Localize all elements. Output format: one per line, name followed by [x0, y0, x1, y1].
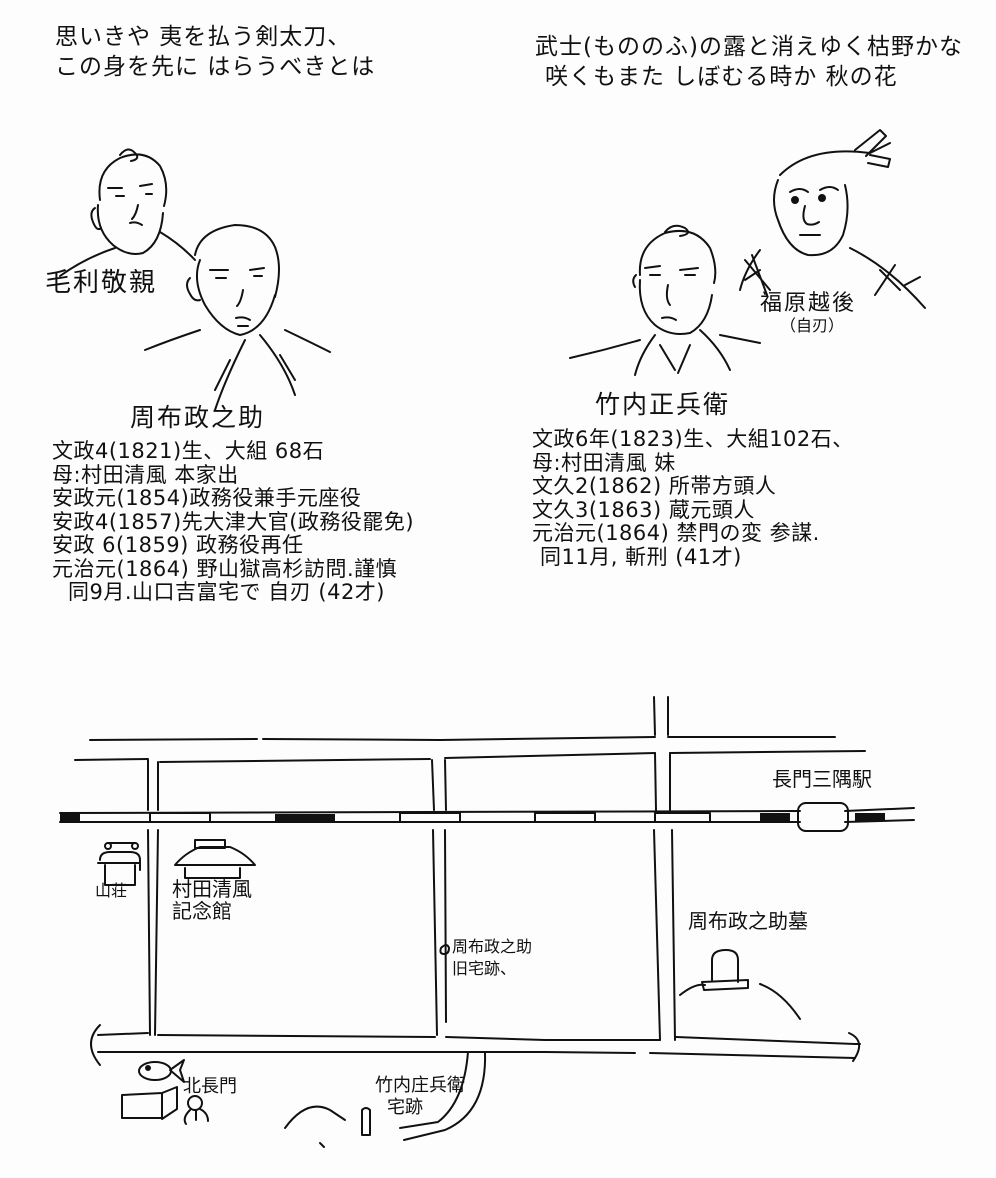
map-label-kinenkan: 村田清風 記念館	[172, 878, 252, 922]
bio-sufu-line: 元治元(1864) 野山獄高杉訪問.謹慎	[52, 556, 398, 581]
map-label-station: 長門三隅駅	[772, 767, 872, 791]
name-sufu: 周布政之助	[130, 403, 266, 432]
map-label-takeuchi-house-line2: 宅跡	[387, 1097, 423, 1118]
name-mori: 毛利敬親	[45, 268, 158, 298]
bio-takeuchi-line: 元治元(1864) 禁門の変 参謀.	[532, 521, 820, 545]
bio-sufu-line: 安政4(1857)先大津大官(政務役罷免)	[52, 509, 415, 534]
building-icon	[97, 842, 141, 886]
map-label-sufu-house: 周布政之助 旧宅跡、	[452, 936, 532, 980]
poem-right-line1: 武士(もののふ)の露と消えゆく枯野かな	[535, 34, 963, 60]
poem-left: 思いきや 夷を払う剣太刀、 この身を先に はらうべきとは	[55, 22, 375, 82]
bio-sufu-line: 安政元(1854)政務役兼手元座役	[52, 486, 362, 510]
stone-marker-icon	[361, 1107, 371, 1136]
poem-left-line2: この身を先に はらうべきとは	[55, 54, 376, 80]
portrait-fukuhara-icon	[739, 129, 926, 309]
poem-left-line1: 思いきや 夷を払う剣太刀、	[55, 24, 352, 50]
octopus-icon	[183, 1095, 209, 1125]
bio-takeuchi-line: 文久3(1863) 蔵元頭人	[532, 497, 755, 522]
map-label-kinenkan-line1: 村田清風	[172, 877, 252, 901]
map-label-sufu-grave: 周布政之助墓	[688, 909, 808, 933]
bio-sufu-line: 同9月.山口吉富宅で 自刃 (42才)	[68, 580, 385, 604]
portrait-takeuchi-icon	[569, 224, 761, 376]
map-label-kitanagato: 北長門	[183, 1076, 237, 1097]
name-takeuchi: 竹内正兵衛	[595, 390, 731, 419]
map-label-sufu-house-line1: 周布政之助	[452, 937, 533, 956]
bio-sufu-line: 母:村田清風 本家出	[52, 462, 239, 487]
bio-takeuchi: 文政6年(1823)生、大組102石、 母:村田清風 妹 文久2(1862) 所…	[532, 427, 854, 569]
pedestal-icon	[121, 1086, 178, 1120]
bio-sufu: 文政4(1821)生、大組 68石 母:村田清風 本家出 安政元(1854)政務…	[52, 439, 415, 605]
map-label-takeuchi-house: 竹内庄兵衛 宅跡	[375, 1075, 465, 1119]
bio-sufu-line: 安政 6(1859) 政務役再任	[52, 533, 304, 557]
map-label-takeuchi-house-line1: 竹内庄兵衛	[375, 1075, 465, 1096]
map-roads	[74, 696, 866, 1141]
bio-takeuchi-line: 文久2(1862) 所帯方頭人	[532, 474, 777, 498]
map-label-kinenkan-line2: 記念館	[172, 899, 232, 923]
bio-takeuchi-line: 同11月, 斬刑 (41才)	[540, 544, 742, 569]
station-icon	[797, 802, 849, 832]
name-fukuhara: 福原越後	[760, 291, 857, 316]
name-fukuhara-note: （自刃）	[780, 316, 845, 335]
house-marker-icon	[439, 944, 450, 955]
poem-right-line2: 咲くもまた しぼむる時か 秋の花	[545, 64, 898, 90]
hill-icon	[284, 1105, 346, 1129]
map-label-sanso: 山荘	[95, 881, 128, 900]
bio-takeuchi-line: 母:村田清風 妹	[532, 450, 676, 475]
bio-takeuchi-line: 文政6年(1823)生、大組102石、	[532, 427, 854, 451]
museum-icon	[174, 839, 256, 879]
portrait-mori-icon	[59, 148, 196, 277]
map-label-sufu-house-line2: 旧宅跡、	[452, 959, 517, 978]
bio-sufu-line: 文政4(1821)生、大組 68石	[52, 439, 325, 463]
portrait-sufu-icon	[144, 224, 331, 411]
poem-right: 武士(もののふ)の露と消えゆく枯野かな 咲くもまた しぼむる時か 秋の花	[535, 32, 963, 92]
grave-monument-icon	[679, 949, 801, 1020]
fish-icon	[138, 1059, 185, 1083]
ink-mark	[319, 1142, 325, 1148]
railway-track	[59, 807, 915, 823]
